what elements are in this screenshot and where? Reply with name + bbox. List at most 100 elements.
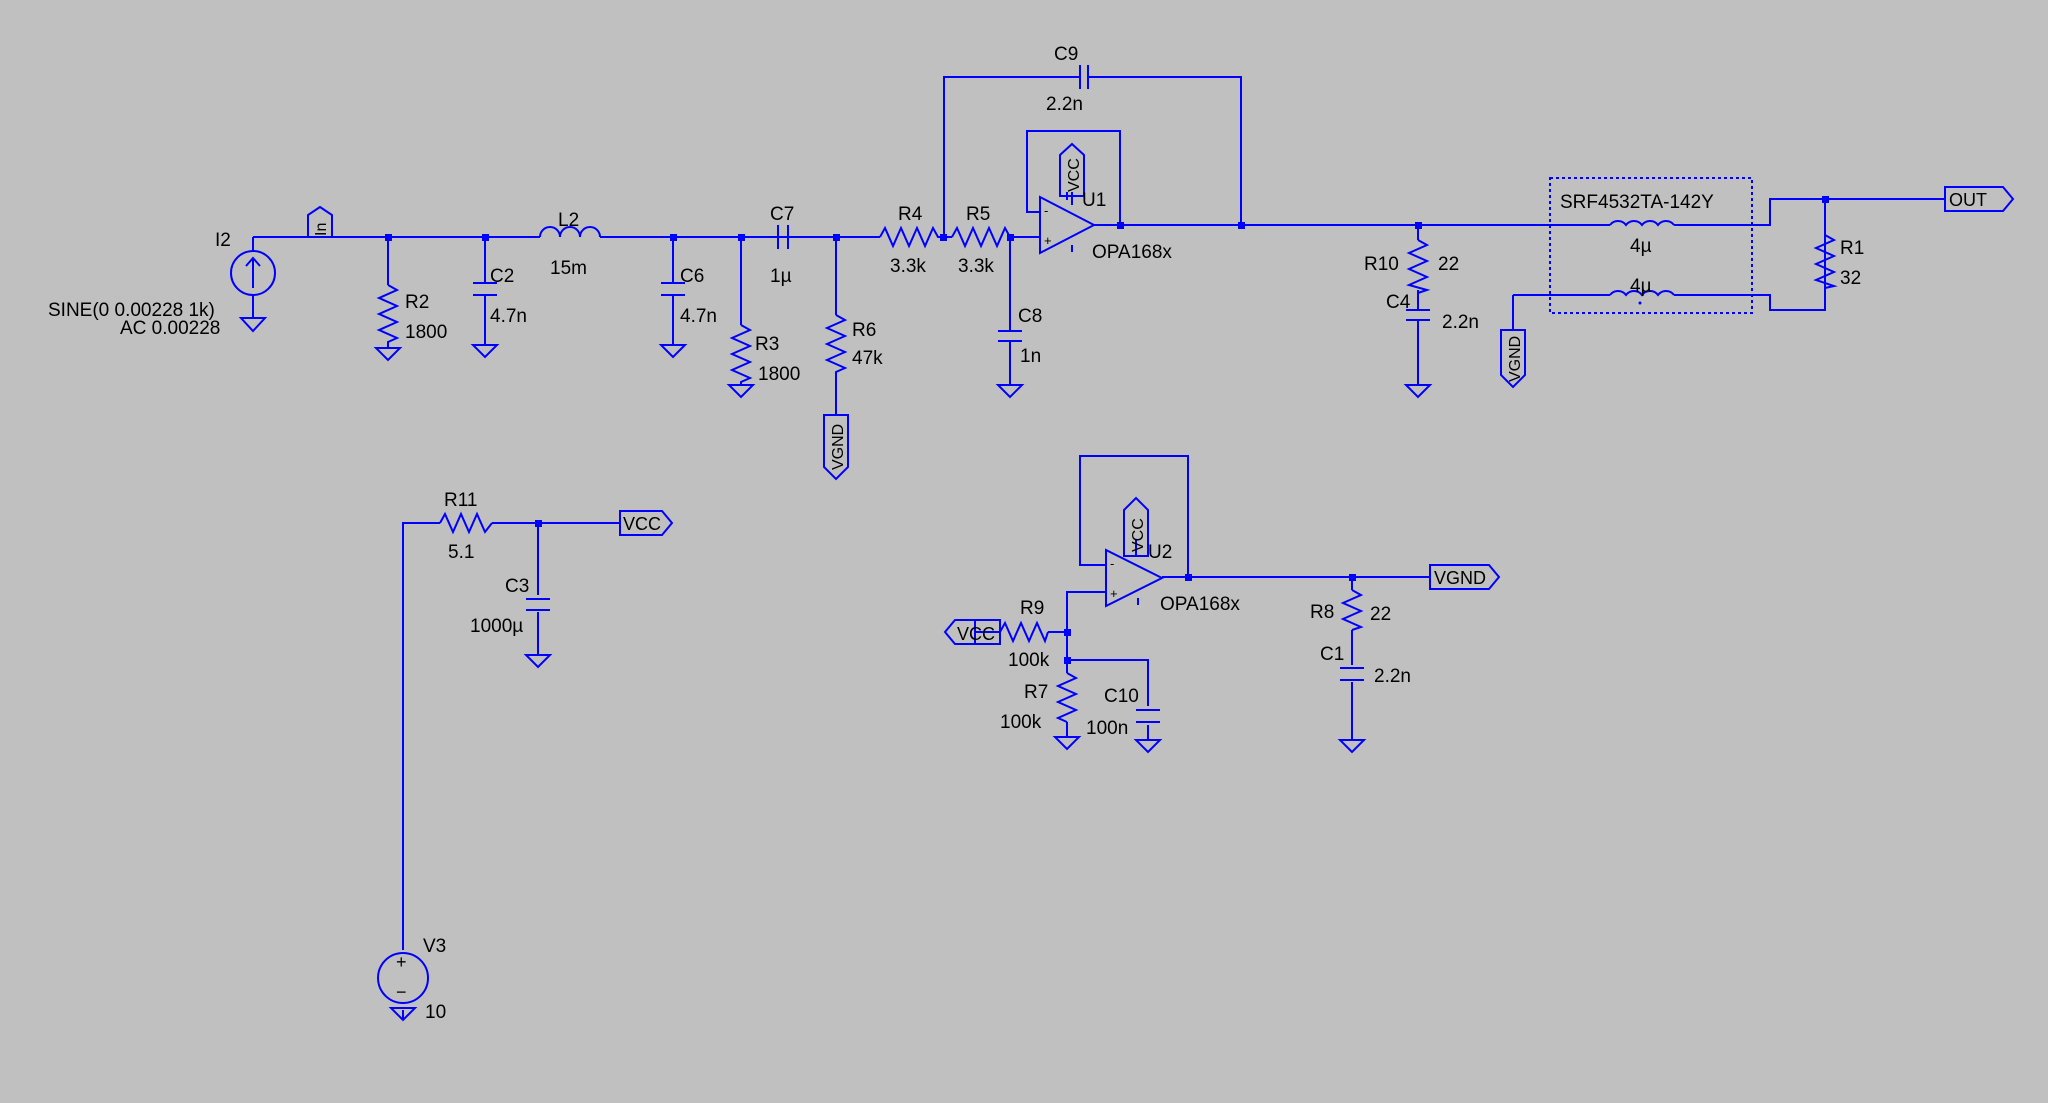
capacitor-C9[interactable]: [1079, 65, 1089, 89]
resistor-R3[interactable]: [726, 324, 756, 399]
label-r1-value: 32: [1840, 268, 1861, 289]
wire: [1066, 591, 1106, 632]
capacitor-C8[interactable]: [995, 295, 1025, 399]
label-c9-value: 2.2n: [1046, 94, 1083, 115]
label-c10-value: 100n: [1086, 718, 1128, 739]
resistor-R6[interactable]: [824, 314, 848, 415]
label-c2-value: 4.7n: [490, 306, 527, 327]
net-label-out-text: OUT: [1949, 190, 1987, 210]
voltage-source-V3[interactable]: + −: [377, 952, 429, 1022]
junction-dot: [1185, 574, 1192, 581]
current-source-I2[interactable]: [230, 250, 276, 333]
net-label-in[interactable]: In: [307, 205, 333, 238]
net-label-vcc-text: VCC: [623, 514, 661, 534]
junctions: [385, 196, 1829, 664]
capacitor-C6[interactable]: [658, 282, 688, 359]
label-r4-name: R4: [898, 204, 923, 225]
label-l2-name: L2: [558, 210, 579, 231]
inductor-L2[interactable]: [538, 226, 673, 238]
capacitor-C10[interactable]: [1133, 709, 1163, 754]
label-c2-name: C2: [490, 266, 514, 287]
resistor-R1[interactable]: [1813, 234, 1838, 289]
label-r7-name: R7: [1024, 682, 1048, 703]
net-label-vcc-text: VCC: [957, 624, 995, 644]
net-label-vcc-u2[interactable]: VCC: [1123, 496, 1149, 557]
opamp-U1[interactable]: - +: [1039, 192, 1120, 255]
label-choke-name: SRF4532TA-142Y: [1560, 192, 1714, 213]
resistor-R5[interactable]: [951, 225, 1011, 249]
common-mode-choke-L1[interactable]: [1549, 177, 1753, 314]
capacitor-C2[interactable]: [470, 282, 500, 359]
resistor-R7[interactable]: [1052, 672, 1082, 751]
label-u1-name: U1: [1082, 190, 1106, 211]
u1-minus-pin: -: [1044, 203, 1048, 218]
label-r9-name: R9: [1020, 598, 1044, 619]
junction-dot: [1064, 629, 1071, 636]
label-r6-value: 47k: [852, 348, 883, 369]
component-labels: I2 SINE(0 0.00228 1k) AC 0.00228 R2 1800…: [48, 44, 1864, 1023]
label-r1-name: R1: [1840, 238, 1864, 259]
label-r7-value: 100k: [1000, 712, 1042, 733]
resistor-R10[interactable]: [1406, 239, 1431, 294]
net-label-vcc-supply[interactable]: VCC: [619, 510, 674, 536]
junction-dot: [1007, 234, 1014, 241]
label-c3-value: 1000µ: [470, 616, 523, 637]
label-r10-name: R10: [1364, 254, 1399, 275]
junction-dot: [1064, 657, 1071, 664]
label-r6-name: R6: [852, 320, 876, 341]
net-label-vgnd-text: VGND: [1434, 568, 1486, 588]
junction-dot: [1349, 574, 1356, 581]
net-label-vcc-u1[interactable]: VCC: [1059, 142, 1085, 197]
label-r8-name: R8: [1310, 602, 1334, 623]
capacitor-C1[interactable]: [1337, 667, 1367, 754]
capacitor-C4[interactable]: [1403, 293, 1433, 399]
wire: [1079, 455, 1189, 577]
junction-dot: [385, 234, 392, 241]
junction-dot: [670, 234, 677, 241]
label-c1-value: 2.2n: [1374, 666, 1411, 687]
resistor-R8[interactable]: [1340, 589, 1364, 631]
label-choke-value-b: 4µ: [1630, 276, 1652, 297]
capacitor-C7[interactable]: [777, 225, 789, 249]
wire: [402, 522, 620, 950]
u2-minus-pin: -: [1110, 556, 1114, 571]
label-v3-value: 10: [425, 1002, 446, 1023]
label-i2-value2: AC 0.00228: [120, 318, 220, 339]
u1-plus-pin: +: [1044, 233, 1052, 248]
junction-dot: [482, 234, 489, 241]
junction-dot: [1117, 222, 1124, 229]
resistor-R11[interactable]: [439, 511, 493, 535]
label-r5-name: R5: [966, 204, 990, 225]
label-c9-name: C9: [1054, 44, 1078, 65]
label-c6-value: 4.7n: [680, 306, 717, 327]
label-r3-name: R3: [755, 334, 779, 355]
net-label-vcc-divider[interactable]: VCC: [943, 619, 1001, 645]
net-label-vcc-text: VCC: [1066, 158, 1083, 192]
label-r8-value: 22: [1370, 604, 1391, 625]
junction-dot: [1415, 222, 1422, 229]
wire: [1066, 632, 1149, 740]
label-c4-value: 2.2n: [1442, 312, 1479, 333]
net-label-vgnd-choke[interactable]: VGND: [1500, 329, 1526, 389]
label-i2-name: I2: [215, 230, 231, 251]
opamp-U2[interactable]: - +: [1105, 548, 1188, 608]
net-label-vgnd-r6[interactable]: VGND: [823, 414, 849, 481]
u2-plus-pin: +: [1110, 586, 1118, 601]
label-r10-value: 22: [1438, 254, 1459, 275]
net-label-vgnd-text: VGND: [1507, 336, 1524, 382]
label-l2-value: 15m: [550, 258, 587, 279]
net-label-out[interactable]: OUT: [1944, 186, 2015, 212]
capacitor-C3[interactable]: [523, 598, 553, 669]
label-v3-name: V3: [423, 936, 446, 957]
label-c8-name: C8: [1018, 306, 1042, 327]
wire: [943, 76, 1242, 237]
net-label-vgnd-buffer[interactable]: VGND: [1429, 564, 1501, 590]
resistor-R4[interactable]: [879, 225, 944, 249]
label-c4-name: C4: [1386, 292, 1411, 313]
label-u1-value: OPA168x: [1092, 242, 1172, 263]
resistor-R9[interactable]: [999, 620, 1049, 644]
label-r2-name: R2: [405, 292, 429, 313]
label-r9-value: 100k: [1008, 650, 1050, 671]
junction-dot: [738, 234, 745, 241]
resistor-R2[interactable]: [373, 284, 403, 362]
